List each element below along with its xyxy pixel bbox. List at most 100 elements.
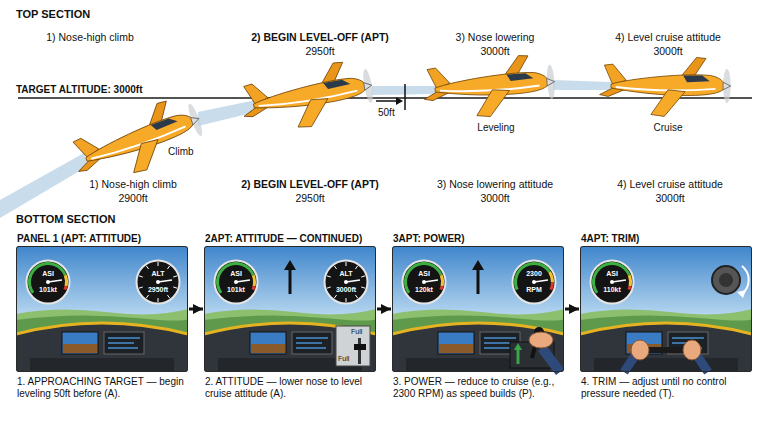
stage-label: 2) BEGIN LEVEL-OFF (APT) [241,178,379,190]
power-arrowhead [514,343,522,350]
flow-arrow [189,308,203,311]
dial-rim [27,261,70,304]
panel-title: PANEL 1 (APT: ATTITUDE) [17,233,141,245]
dial-tick [139,276,143,277]
lever-slot [358,338,361,364]
dial-band [28,262,67,294]
dial-rim [325,261,368,304]
dial-tick [346,262,347,266]
altitude-label: 3000ft [480,192,509,204]
dial-tick [334,266,336,269]
needle-hub [532,280,536,284]
dial-band [628,275,632,287]
dial-tick [355,266,357,269]
gauge-reading: 110kt [603,286,621,293]
stage-label: 4) Level cruise attitude [615,31,721,43]
power-arrow [517,348,520,364]
step-caption: 1. APPROACHING TARGET — begin leveling 5… [17,376,187,400]
gauge-dial: 2300RPM [511,259,557,305]
dial-needle [534,280,548,282]
gauge-label: ASI [230,270,242,277]
airplane-leveling [422,53,557,121]
dial-face [213,259,259,305]
dial-tick [173,276,177,277]
dial-face [135,259,181,305]
dial-band [592,262,631,294]
flow-arrow [565,308,579,311]
target-label: TARGET ALTITUDE: 3000ft [16,84,142,96]
dial-tick [334,295,336,298]
panel-title: 4APT: TRIM) [581,233,639,245]
panel-title: 3APT: POWER) [393,233,465,245]
dial-tick [139,287,143,288]
hand [529,332,553,348]
dial-band [549,282,554,290]
up-arrow [477,268,480,294]
dial-band [440,275,444,287]
instrument-panel: 4APT: TRIM)4. TRIM — adjust until no con… [580,246,752,372]
gauge-label: ALT [339,270,352,277]
trim-arrowhead [737,290,746,298]
dial-tick [361,287,365,288]
dial-tick [158,262,159,266]
up-arrow [289,268,292,294]
dial-face [323,259,369,305]
trim-arrow [742,266,749,294]
dial-band [548,271,554,282]
stage-label: 3) Nose lowering [456,31,535,43]
dial-tick [346,298,347,302]
target-altitude-line [18,97,752,99]
lever-handle [354,344,366,350]
gauge-reading: RPM [526,286,542,293]
gauge-reading: 2950ft [148,286,168,293]
stage-label: 1) Nose-high climb [89,178,177,190]
sleeve [542,348,560,372]
dial-rim [513,261,556,304]
panel-4-extras [624,266,749,372]
flight-trail [372,86,436,95]
needle-hub [344,280,348,284]
dial-needle [346,280,360,282]
offset-label: 50ft [378,107,395,119]
dial-face [589,259,635,305]
plane-label: Climb [168,146,194,158]
airplane-climb [66,92,209,192]
dial-rim [137,261,180,304]
instrument-panel: PANEL 1 (APT: ATTITUDE)1. APPROACHING TA… [16,246,188,372]
dial-tick [167,266,169,269]
gauge-dial: ALT 3000ft [323,259,369,305]
instrument-panel: 2APT: ATTITUDE — CONTINUED)2. ATTITUDE —… [204,246,376,372]
dial-face [511,259,557,305]
dial-needle [158,280,172,282]
airplane-level-off [238,57,377,138]
panel-scene [204,246,377,372]
step-caption: 3. POWER — reduce to cruise (e.g., 2300 … [393,376,563,400]
gauge-dial: ASI120kt [401,259,447,305]
gauge-label: 2300 [526,270,542,277]
stage-label: 1) Nose-high climb [46,31,134,43]
gauge-reading: 101kt [227,286,245,293]
hand [631,340,649,360]
needle-hub [422,280,426,284]
stage-label: 4) Level cruise attitude [617,178,723,190]
gauge-reading: 3000ft [336,286,356,293]
dial-band [439,286,443,290]
offset-arrow [376,100,396,102]
dial-needle [48,280,62,282]
panel-3-extras [472,260,560,372]
stage-label: 3) Nose lowering attitude [437,178,553,190]
dial-rim [403,261,446,304]
panel-2-extras [284,260,370,366]
needle-hub [156,280,160,284]
offset-tick [404,84,406,110]
hand [683,340,701,360]
section-heading: BOTTOM SECTION [16,213,115,226]
flight-trail [553,80,611,90]
dial-band [627,286,631,290]
flow-arrow [377,308,391,311]
panel-scene [16,246,189,372]
needle-hub [46,280,50,284]
lever-label: Full [338,355,349,363]
dial-face [25,259,71,305]
dial-needle [424,280,438,282]
